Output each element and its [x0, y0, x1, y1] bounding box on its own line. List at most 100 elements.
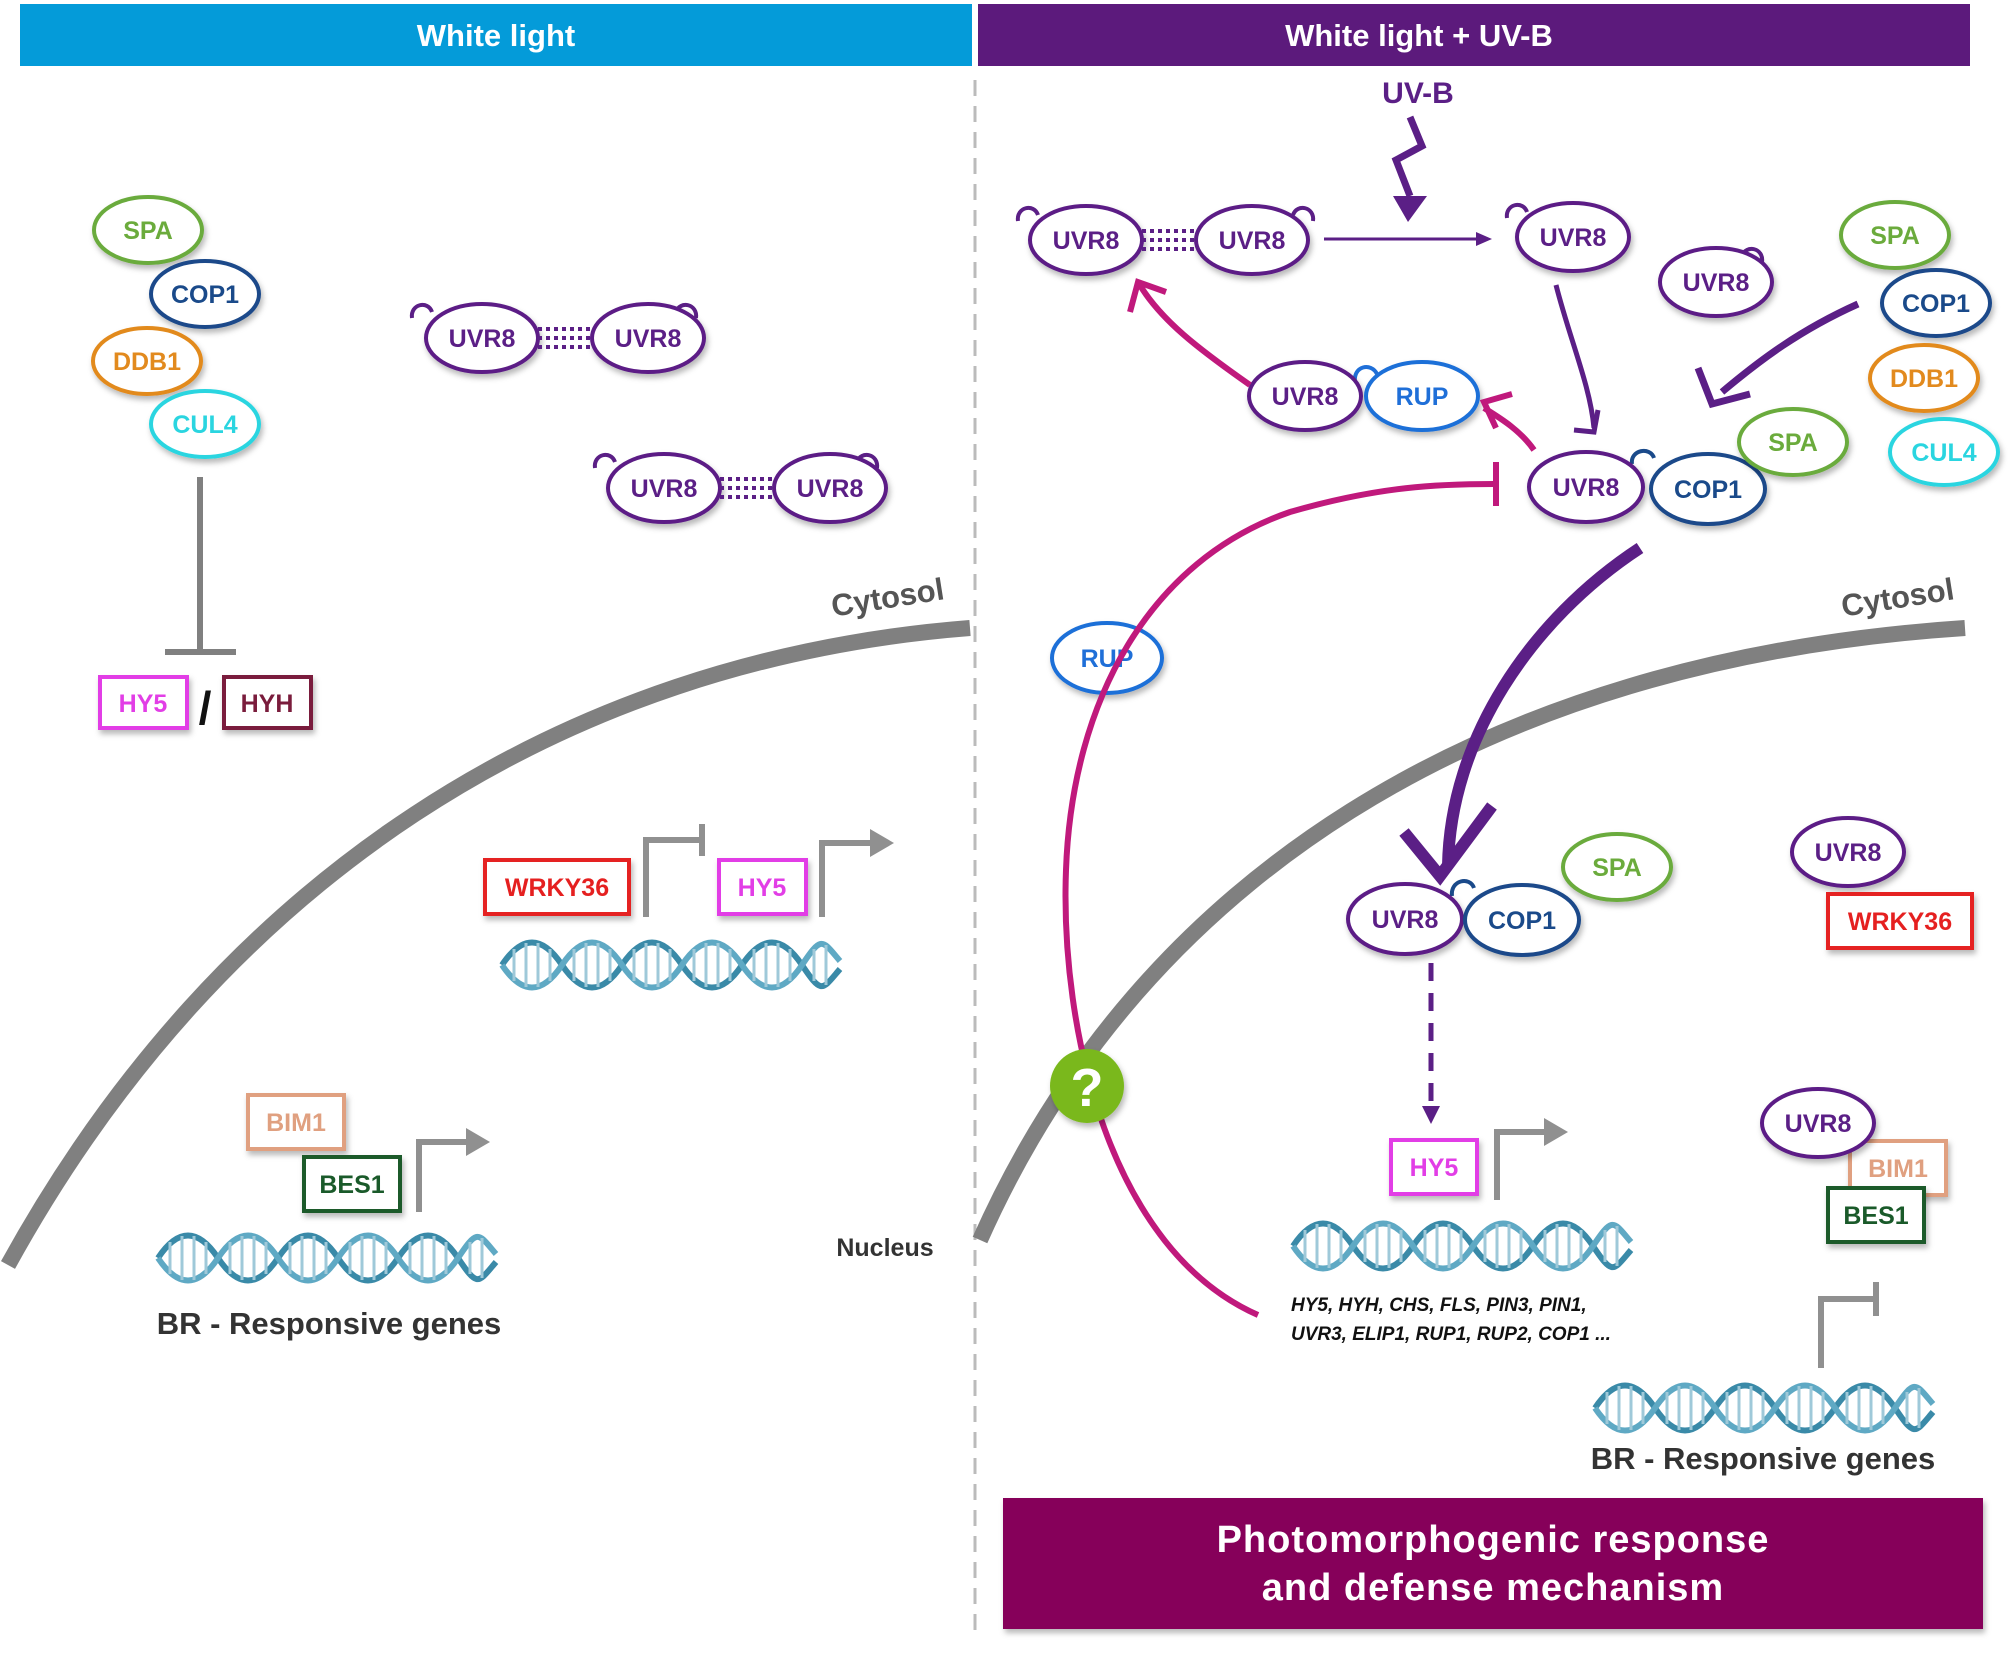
header-left-bar	[20, 4, 972, 66]
hy5-box-left: HY5	[98, 675, 189, 730]
hy5-box-right: HY5	[1389, 1138, 1479, 1196]
uvr8-cop1-complex-nucleus: UVR8 COP1	[1346, 879, 1581, 957]
svg-text:COP1: COP1	[1902, 290, 1970, 318]
uvr8-rup-complex: UVR8 RUP	[1247, 360, 1480, 432]
uvr8-to-complex-arrow	[1553, 284, 1601, 435]
dna-helix-left-upper	[502, 943, 840, 988]
header-right-bar	[978, 4, 1970, 66]
inhibition-line-left	[165, 477, 236, 655]
svg-text:?: ?	[1071, 1058, 1104, 1118]
cul4-protein-right: CUL4	[1888, 417, 2000, 487]
svg-text:COP1: COP1	[171, 281, 239, 309]
header-right: White light + UV-B	[978, 4, 1970, 66]
promoter-repressed-left	[643, 824, 705, 917]
ddb1-protein-left: DDB1	[91, 326, 203, 396]
target-gene-list-line2: UVR3, ELIP1, RUP1, RUP2, COP1 ...	[1291, 1324, 1611, 1345]
wrky36-box-right: WRKY36	[1826, 892, 1974, 950]
br-genes-label-right: BR - Responsive genes	[1591, 1441, 1936, 1476]
bes1-box-right: BES1	[1826, 1186, 1926, 1244]
promoter-active-left	[819, 829, 894, 917]
cop1-protein-left: COP1	[149, 259, 261, 329]
spa-protein-left: SPA	[92, 195, 204, 265]
cop1-protein-right: COP1	[1880, 268, 1992, 338]
ddb1-protein-right: DDB1	[1868, 343, 1980, 413]
cytosol-label-right: Cytosol	[1839, 571, 1957, 623]
spa-protein-complex-cytosol: SPA	[1737, 407, 1849, 477]
svg-text:UVR8: UVR8	[1540, 224, 1607, 252]
svg-text:UVR8: UVR8	[1553, 474, 1620, 502]
svg-text:SPA: SPA	[123, 217, 173, 245]
svg-text:BIM1: BIM1	[1868, 1155, 1928, 1183]
dna-helix-left-lower	[158, 1236, 496, 1281]
uvr8-dimer-left-2: UVR8 UVR8	[592, 452, 888, 524]
uvr8-dimer-right: UVR8 UVR8	[1015, 204, 1316, 276]
svg-text:DDB1: DDB1	[113, 348, 181, 376]
svg-text:BIM1: BIM1	[266, 1109, 326, 1137]
svg-text:UVR8: UVR8	[1815, 839, 1882, 867]
svg-text:BES1: BES1	[319, 1171, 384, 1199]
cul4-protein-left: CUL4	[149, 389, 261, 459]
svg-text:HY5: HY5	[738, 874, 787, 902]
bim1-box-left: BIM1	[246, 1093, 346, 1151]
response-footer-line1: Photomorphogenic response	[1217, 1519, 1770, 1561]
nuclear-membrane-left	[0, 620, 971, 1269]
promoter-hy5-targets	[1494, 1118, 1568, 1200]
svg-text:RUP: RUP	[1396, 383, 1449, 411]
hyh-box-left: HYH	[222, 675, 313, 730]
header-left: White light	[20, 4, 972, 66]
dna-helix-right-upper	[1293, 1224, 1631, 1269]
hy5-activation-arrow	[1422, 963, 1440, 1124]
cytosol-label-left: Cytosol	[829, 571, 947, 623]
svg-text:WRKY36: WRKY36	[505, 874, 609, 902]
redimerization-arrow	[1127, 278, 1252, 388]
svg-text:UVR8: UVR8	[1219, 227, 1286, 255]
svg-text:BES1: BES1	[1843, 1202, 1908, 1230]
spa-protein-right: SPA	[1839, 200, 1951, 270]
svg-text:COP1: COP1	[1674, 476, 1742, 504]
svg-text:UVR8: UVR8	[631, 475, 698, 503]
spa-protein-nucleus: SPA	[1561, 832, 1673, 902]
svg-text:WRKY36: WRKY36	[1848, 908, 1952, 936]
svg-text:SPA: SPA	[1768, 429, 1818, 457]
rup-feedback-inhibition	[1062, 462, 1499, 1318]
monomerization-arrow	[1324, 232, 1492, 246]
promoter-br-left	[416, 1128, 490, 1212]
response-footer-line2: and defense mechanism	[1262, 1567, 1724, 1609]
hy5-box-nucleus-left: HY5	[717, 858, 808, 916]
br-genes-label-left: BR - Responsive genes	[157, 1306, 502, 1341]
svg-text:UVR8: UVR8	[1272, 383, 1339, 411]
header-left-title: White light	[417, 18, 575, 53]
uvr8-monomer-top: UVR8	[1504, 201, 1631, 273]
wrky36-box-left: WRKY36	[483, 858, 631, 916]
svg-text:UVR8: UVR8	[615, 325, 682, 353]
uvr8-dimer-left-1: UVR8 UVR8	[409, 302, 706, 374]
nucleus-label: Nucleus	[836, 1234, 933, 1262]
uvr8-monomer-free: UVR8	[1658, 246, 1774, 318]
nuclear-import-arrow	[1399, 542, 1644, 886]
question-badge-icon: ?	[1050, 1049, 1124, 1123]
bes1-box-left: BES1	[302, 1155, 402, 1213]
uvr8-bound-bim1: UVR8	[1760, 1087, 1876, 1159]
svg-text:UVR8: UVR8	[1372, 906, 1439, 934]
svg-text:CUL4: CUL4	[172, 411, 237, 439]
slash-separator: /	[199, 682, 212, 734]
svg-text:UVR8: UVR8	[1785, 1110, 1852, 1138]
uvr8-cop1-complex-cytosol: UVR8 COP1	[1527, 448, 1767, 526]
svg-text:DDB1: DDB1	[1890, 365, 1958, 393]
uvr8-bound-wrky36: UVR8	[1790, 816, 1906, 888]
rup-release-arrow	[1479, 391, 1537, 452]
svg-text:UVR8: UVR8	[1053, 227, 1120, 255]
svg-text:HYH: HYH	[241, 690, 294, 718]
uvb-lightning-icon	[1391, 115, 1427, 222]
svg-text:HY5: HY5	[1410, 1154, 1459, 1182]
svg-text:UVR8: UVR8	[1683, 269, 1750, 297]
svg-text:UVR8: UVR8	[797, 475, 864, 503]
cop1-recruitment-arrow	[1694, 300, 1860, 409]
promoter-br-repressed-right	[1818, 1282, 1879, 1368]
response-footer: Photomorphogenic response and defense me…	[1003, 1498, 1983, 1629]
response-footer-bar	[1003, 1498, 1983, 1629]
target-gene-list-line1: HY5, HYH, CHS, FLS, PIN3, PIN1,	[1291, 1295, 1587, 1316]
dna-helix-right-lower	[1595, 1386, 1933, 1431]
svg-text:UVR8: UVR8	[449, 325, 516, 353]
